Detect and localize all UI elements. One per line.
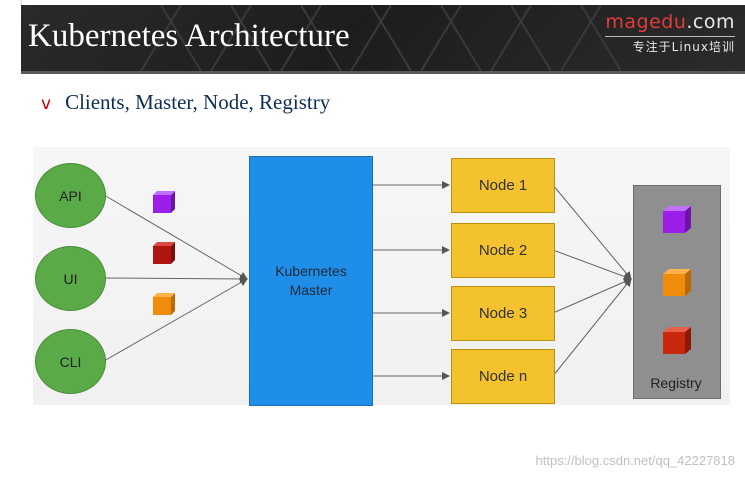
node-2: Node 2 xyxy=(451,223,555,278)
client-api: API xyxy=(35,163,106,228)
node-n: Node n xyxy=(451,349,555,404)
registry-cube-purple xyxy=(663,206,691,233)
edge-node1-registry xyxy=(552,184,632,280)
brand-name-suffix: .com xyxy=(686,11,735,33)
slide: Kubernetes Architecture magedu.com 专注于Li… xyxy=(21,5,745,481)
cube-purple-small xyxy=(153,195,171,213)
node-3: Node 3 xyxy=(451,286,555,341)
edge-api-master xyxy=(103,194,248,280)
master-label-line1: Kubernetes xyxy=(275,263,347,279)
edge-node3-registry xyxy=(552,278,632,314)
brand-divider xyxy=(605,36,735,37)
bullet-text: Clients, Master, Node, Registry xyxy=(65,90,331,114)
brand-tagline: 专注于Linux培训 xyxy=(632,40,735,54)
registry-cube-orange xyxy=(663,269,691,296)
left-gutter xyxy=(0,0,22,481)
header-background-pattern xyxy=(140,5,622,71)
cube-orange-small xyxy=(153,297,171,315)
kubernetes-master: Kubernetes Master xyxy=(249,156,373,406)
brand-name: magedu.com xyxy=(605,11,735,33)
node-1: Node 1 xyxy=(451,158,555,213)
bullet-item: v Clients, Master, Node, Registry xyxy=(41,90,330,115)
registry-cube-red xyxy=(663,327,691,354)
cube-red-small xyxy=(153,246,171,264)
brand-logo: magedu.com 专注于Linux培训 xyxy=(605,11,735,54)
header-bottom-border xyxy=(21,71,745,74)
registry-label: Registry xyxy=(650,375,702,391)
master-label-line2: Master xyxy=(289,282,333,298)
client-cli: CLI xyxy=(35,329,106,394)
connector-lines xyxy=(103,181,632,380)
edge-cli-master xyxy=(103,278,248,362)
client-cubes xyxy=(153,191,175,315)
watermark-url: https://blog.csdn.net/qq_42227818 xyxy=(535,453,736,468)
registry-cubes xyxy=(663,206,691,354)
slide-title: Kubernetes Architecture xyxy=(28,18,350,54)
edge-noden-registry xyxy=(552,278,632,377)
architecture-diagram: API UI CLI Kubernetes Master Node 1 Node… xyxy=(33,147,730,406)
registry-box xyxy=(633,185,721,399)
brand-name-main: magedu xyxy=(605,11,687,33)
edge-ui-master xyxy=(103,274,248,283)
bullet-marker: v xyxy=(41,94,52,114)
client-ui: UI xyxy=(35,246,106,311)
edge-node2-registry xyxy=(552,249,632,281)
slide-header: Kubernetes Architecture magedu.com 专注于Li… xyxy=(21,5,745,71)
